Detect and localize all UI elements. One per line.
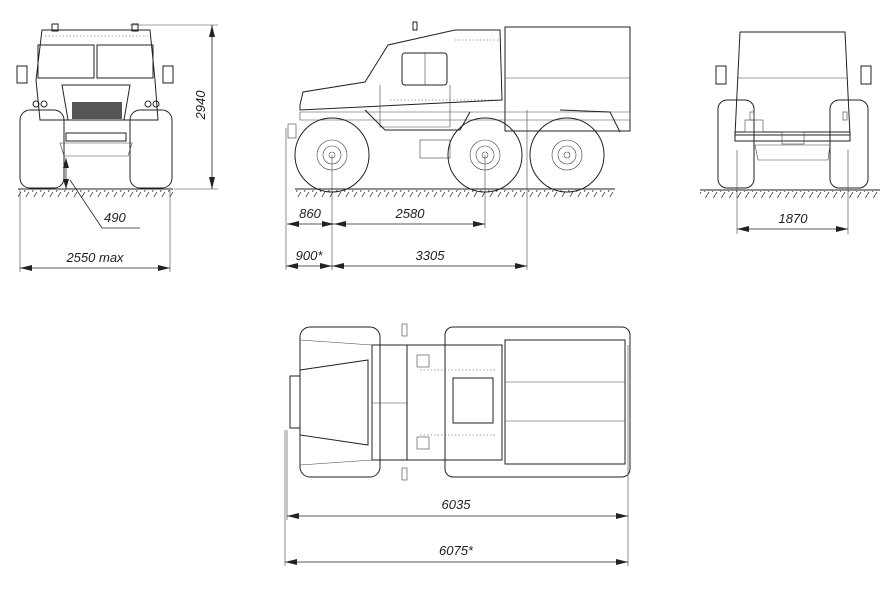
top-view: 6035 6075* bbox=[284, 323, 631, 566]
length-star-dimension: 6075* bbox=[439, 543, 474, 558]
total-wheelbase-dimension: 3305 bbox=[416, 248, 446, 263]
rear-box bbox=[734, 31, 851, 136]
rear-view: 1870 bbox=[700, 31, 880, 234]
mirror-right bbox=[162, 65, 174, 84]
mirror-right bbox=[860, 65, 872, 85]
front-view: 2940 490 2550 max bbox=[16, 23, 218, 272]
ground-clearance-dimension: 490 bbox=[104, 210, 126, 225]
mirror-left bbox=[16, 65, 28, 84]
side-view: 860 2580 900* 3305 bbox=[285, 21, 631, 270]
length-dimension: 6035 bbox=[442, 497, 472, 512]
cargo-box-top bbox=[504, 339, 626, 465]
winch bbox=[289, 375, 301, 429]
side-window bbox=[401, 52, 448, 86]
windshield-right bbox=[96, 44, 154, 79]
wheelbase-dimension: 2580 bbox=[395, 206, 426, 221]
grille bbox=[72, 102, 122, 119]
hood bbox=[299, 359, 369, 446]
left-wheel bbox=[19, 109, 65, 189]
mirror-left bbox=[715, 65, 727, 85]
windshield-left bbox=[37, 44, 95, 79]
cab bbox=[299, 29, 503, 111]
width-dimension: 2550 max bbox=[65, 250, 124, 265]
front-overhang-dimension: 860 bbox=[299, 206, 321, 221]
roof-hatch bbox=[452, 377, 494, 424]
track-dimension: 1870 bbox=[779, 211, 809, 226]
cargo-box bbox=[504, 26, 631, 132]
right-wheel bbox=[129, 109, 173, 189]
wheel-rear bbox=[529, 117, 605, 193]
front-overhang-star-dimension: 900* bbox=[296, 248, 324, 263]
height-dimension: 2940 bbox=[193, 90, 208, 121]
cab-roof bbox=[406, 344, 503, 461]
